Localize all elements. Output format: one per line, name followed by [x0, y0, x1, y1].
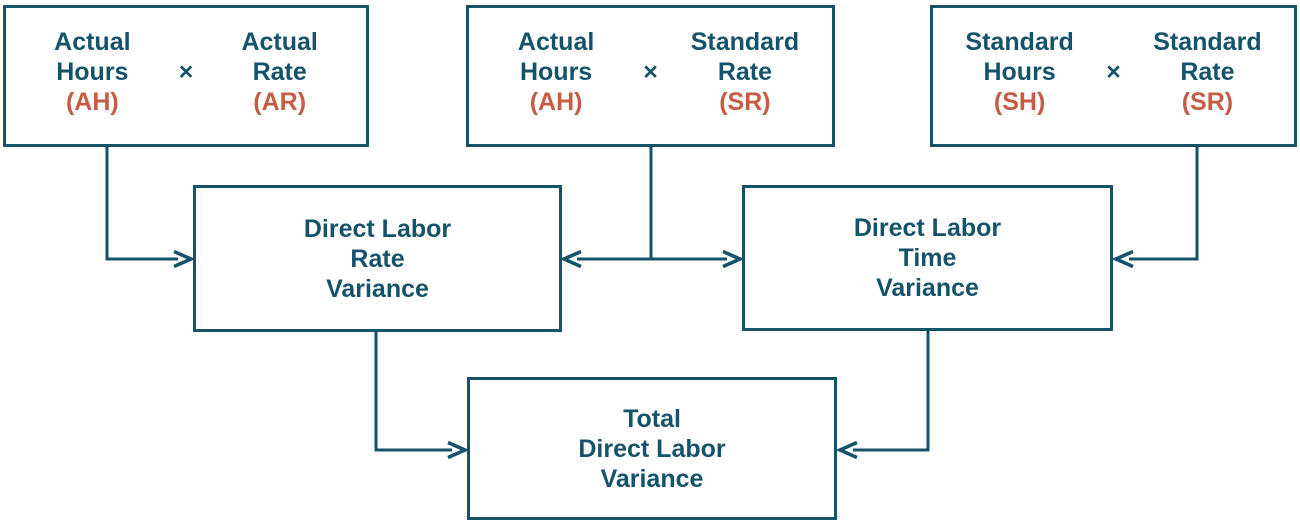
box-label-line: Direct Labor	[303, 214, 452, 243]
box-label-line: Variance	[326, 274, 429, 303]
factor-code: (SH)	[993, 88, 1046, 116]
actual-hours-x-actual-rate-box: Actual Hours (AH) × Actual Rate (AR)	[3, 5, 369, 147]
left-factor: Actual Hours (AH)	[6, 27, 179, 117]
multiply-symbol: ×	[1106, 58, 1121, 86]
factor-name: Standard	[1153, 28, 1262, 56]
arrowhead-into-time-variance-right	[1111, 249, 1134, 269]
box-label-line: Time	[898, 244, 957, 272]
arrowhead-into-time-variance-left	[722, 249, 745, 269]
left-factor: Actual Hours (AH)	[469, 27, 643, 117]
factor-code: (AR)	[253, 88, 307, 116]
factor-unit: Hours	[519, 58, 593, 86]
factor-unit: Hours	[56, 58, 129, 86]
arrowhead-into-rate-variance-left	[173, 249, 196, 269]
standard-hours-x-standard-rate-box: Standard Hours (SH) × Standard Rate (SR)	[930, 5, 1297, 147]
connector-shsr-to-time-variance	[1129, 146, 1199, 261]
multiply-symbol: ×	[643, 58, 658, 86]
right-factor: Actual Rate (AR)	[193, 27, 366, 117]
box-label-line: Variance	[876, 274, 979, 302]
left-factor: Standard Hours (SH)	[933, 27, 1106, 117]
factor-unit: Rate	[717, 58, 772, 86]
factor-code: (AH)	[529, 88, 583, 116]
connector-rate-variance-to-total	[374, 331, 452, 452]
factor-unit: Hours	[983, 58, 1056, 86]
factor-name: Actual	[54, 28, 131, 56]
actual-hours-x-standard-rate-box: Actual Hours (AH) × Standard Rate (SR)	[466, 5, 835, 147]
factor-code: (SR)	[719, 88, 771, 116]
factor-name: Standard	[690, 28, 800, 56]
factor-unit: Rate	[252, 58, 307, 86]
arrowhead-into-total-right	[835, 440, 858, 460]
factor-code: (AH)	[65, 88, 119, 116]
arrowhead-into-total-left	[447, 440, 470, 460]
total-direct-labor-variance-box: Total Direct Labor Variance	[467, 377, 837, 520]
box-label-line: Total	[623, 404, 681, 433]
connector-ahar-to-rate-variance	[105, 146, 178, 261]
right-factor: Standard Rate (SR)	[1121, 27, 1294, 117]
factor-name: Actual	[241, 28, 318, 56]
connector-time-variance-to-total	[853, 331, 930, 452]
box-label-line: Direct Labor	[578, 434, 726, 463]
box-label-line: Rate	[350, 244, 405, 273]
factor-unit: Rate	[1180, 58, 1235, 86]
box-label-line: Direct Labor	[853, 214, 1002, 242]
direct-labor-rate-variance-box: Direct Labor Rate Variance	[193, 185, 562, 332]
box-label-line: Variance	[600, 464, 704, 493]
arrowhead-into-rate-variance-right	[559, 249, 582, 269]
multiply-symbol: ×	[178, 58, 194, 86]
right-factor: Standard Rate (SR)	[658, 27, 832, 117]
factor-name: Actual	[517, 28, 595, 56]
direct-labor-time-variance-box: Direct Labor Time Variance	[742, 185, 1113, 331]
factor-name: Standard	[965, 28, 1074, 56]
factor-code: (SR)	[1181, 88, 1234, 116]
